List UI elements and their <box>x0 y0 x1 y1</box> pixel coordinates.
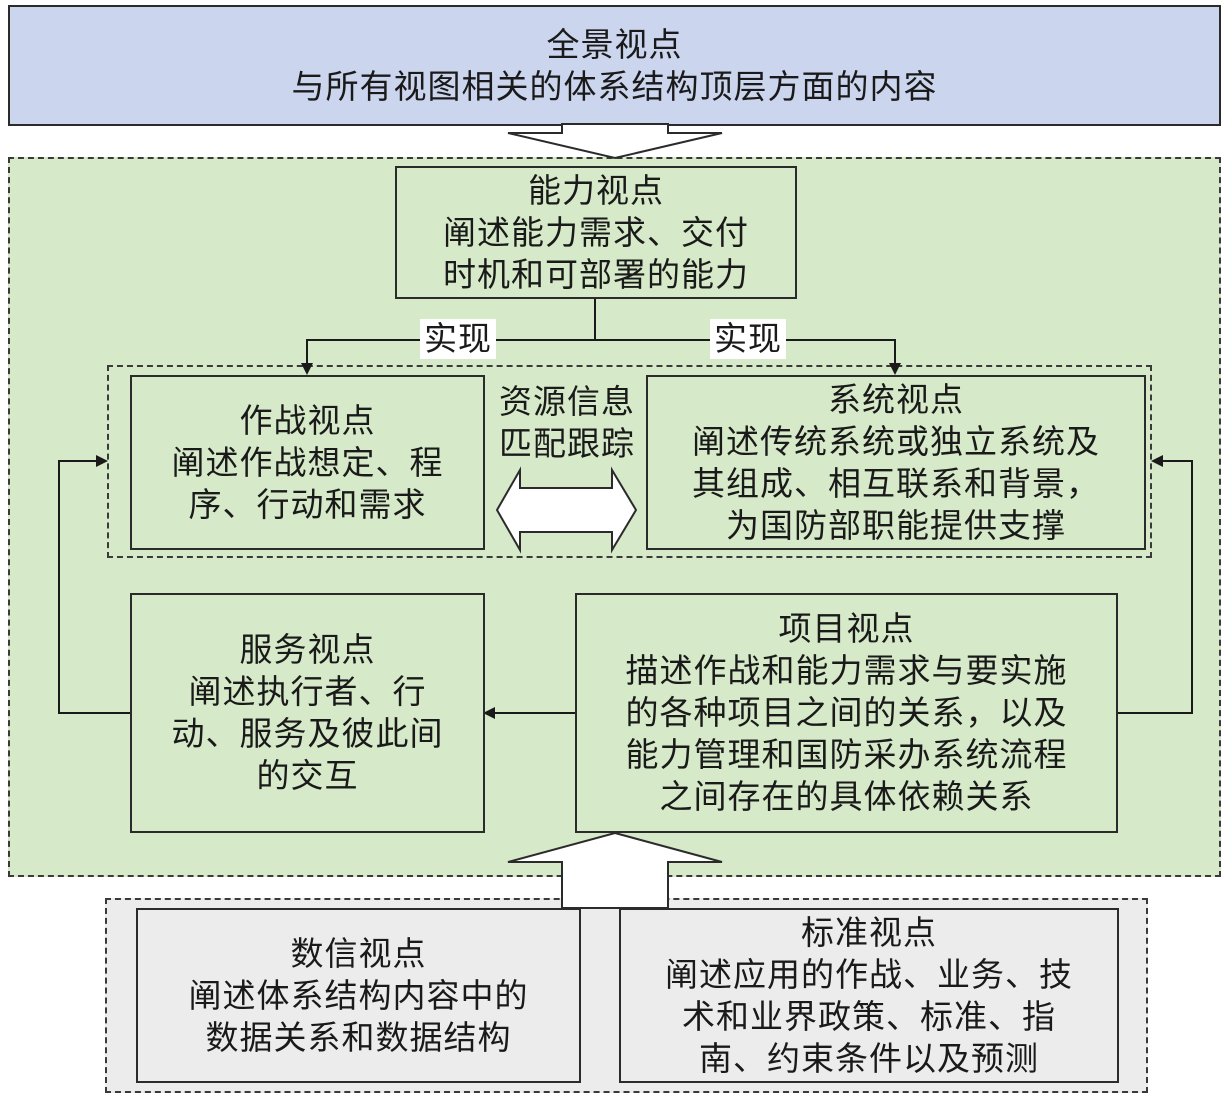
systems-viewpoint-desc-3: 为国防部职能提供支撑 <box>726 505 1066 545</box>
panorama-down-arrow <box>507 123 723 160</box>
resource-match-label-1: 资源信息 <box>499 382 635 421</box>
project-viewpoint-title: 项目视点 <box>778 609 915 648</box>
capability-viewpoint-box: 能力视点 阐述能力需求、交付 时机和可部署的能力 <box>395 166 797 299</box>
bottom-up-arrow <box>507 831 723 909</box>
project-viewpoint-box: 项目视点 描述作战和能力需求与要实施 的各种项目之间的关系，以及 能力管理和国防… <box>575 593 1118 833</box>
panorama-viewpoint-desc: 与所有视图相关的体系结构顶层方面的内容 <box>291 66 938 106</box>
project-viewpoint-desc-3: 能力管理和国防采办系统流程 <box>625 735 1068 774</box>
systems-viewpoint-title: 系统视点 <box>828 379 964 419</box>
resource-match-label-2: 匹配跟踪 <box>499 424 635 463</box>
services-to-operational-arrow <box>58 455 130 714</box>
services-viewpoint-title: 服务视点 <box>239 630 376 669</box>
systems-viewpoint-desc-2: 其组成、相互联系和背景， <box>692 463 1100 503</box>
realize-left-label: 实现 <box>420 319 496 359</box>
standards-viewpoint-desc-1: 阐述应用的作战、业务、技 <box>665 954 1073 994</box>
standards-viewpoint-desc-3: 南、约束条件以及预测 <box>699 1038 1039 1078</box>
resource-match-double-arrow <box>495 466 638 554</box>
realize-left-arrow <box>301 339 595 375</box>
panorama-viewpoint-box: 全景视点 与所有视图相关的体系结构顶层方面的内容 <box>8 5 1221 126</box>
data-info-viewpoint-desc-2: 数据关系和数据结构 <box>205 1017 512 1057</box>
operational-viewpoint-desc-1: 阐述作战想定、程 <box>171 442 444 482</box>
data-info-viewpoint-title: 数信视点 <box>290 933 427 973</box>
capability-viewpoint-desc-2: 时机和可部署的能力 <box>443 254 749 294</box>
project-viewpoint-desc-4: 之间存在的具体依赖关系 <box>659 777 1034 816</box>
systems-viewpoint-box: 系统视点 阐述传统系统或独立系统及 其组成、相互联系和背景， 为国防部职能提供支… <box>646 375 1146 550</box>
project-viewpoint-desc-1: 描述作战和能力需求与要实施 <box>625 651 1068 690</box>
capability-viewpoint-title: 能力视点 <box>528 170 664 210</box>
operational-viewpoint-box: 作战视点 阐述作战想定、程 序、行动和需求 <box>130 375 485 550</box>
services-viewpoint-desc-2: 动、服务及彼此间 <box>171 714 444 753</box>
data-info-viewpoint-box: 数信视点 阐述体系结构内容中的 数据关系和数据结构 <box>136 908 581 1083</box>
operational-viewpoint-title: 作战视点 <box>239 400 376 440</box>
resource-match-label: 资源信息 匹配跟踪 <box>490 381 644 465</box>
data-info-viewpoint-desc-1: 阐述体系结构内容中的 <box>188 975 529 1015</box>
services-viewpoint-box: 服务视点 阐述执行者、行 动、服务及彼此间 的交互 <box>130 593 485 833</box>
standards-viewpoint-desc-2: 术和业界政策、标准、指 <box>682 996 1056 1036</box>
systems-viewpoint-desc-1: 阐述传统系统或独立系统及 <box>692 421 1100 461</box>
capability-viewpoint-desc-1: 阐述能力需求、交付 <box>443 212 749 252</box>
services-viewpoint-desc-3: 的交互 <box>256 756 359 795</box>
standards-viewpoint-title: 标准视点 <box>801 912 937 952</box>
project-to-systems-arrow <box>1118 455 1193 714</box>
realize-right-arrow <box>595 339 901 375</box>
project-viewpoint-desc-2: 的各种项目之间的关系，以及 <box>625 693 1068 732</box>
operational-viewpoint-desc-2: 序、行动和需求 <box>188 484 427 524</box>
services-viewpoint-desc-1: 阐述执行者、行 <box>188 672 427 711</box>
standards-viewpoint-box: 标准视点 阐述应用的作战、业务、技 术和业界政策、标准、指 南、约束条件以及预测 <box>619 908 1119 1083</box>
panorama-viewpoint-title: 全景视点 <box>546 24 683 64</box>
realize-right-label: 实现 <box>710 319 786 359</box>
